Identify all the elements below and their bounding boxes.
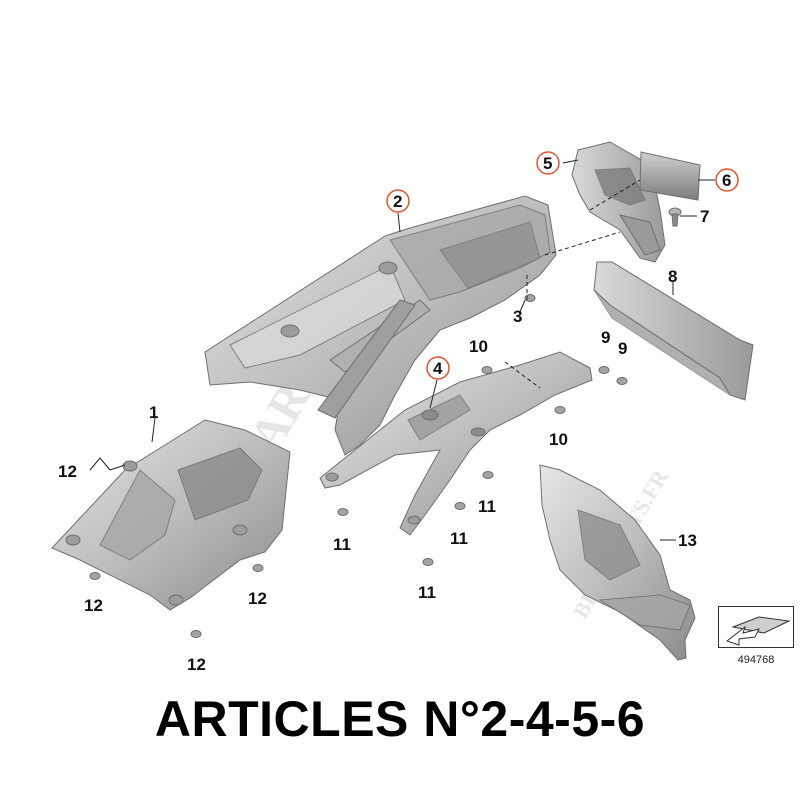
screw-9b: [616, 377, 628, 385]
screw-12c: [190, 630, 202, 638]
callout-13: 13: [678, 531, 697, 550]
part-4-holder: [319, 351, 593, 536]
part-1-lower-tray: [51, 419, 291, 611]
callout-1: 1: [149, 403, 158, 422]
part-13-side-piece: [539, 464, 696, 661]
callout-12c: 12: [248, 589, 267, 608]
orientation-icon-box: [718, 606, 794, 648]
screw-11b: [482, 471, 494, 479]
callout-4: 4: [433, 359, 443, 378]
callout-12d: 12: [187, 655, 206, 674]
callout-3: 3: [513, 307, 522, 326]
part-2-rear-frame: [204, 195, 557, 456]
callout-8: 8: [668, 267, 677, 286]
callout-2: 2: [393, 192, 402, 211]
part-8-bracket: [593, 261, 754, 401]
callout-7: 7: [700, 207, 709, 226]
screw-10b: [554, 406, 566, 414]
callout-11d: 11: [418, 583, 436, 602]
highlight-circles: [386, 151, 739, 380]
screw-11c: [454, 502, 466, 510]
callout-9a: 9: [601, 328, 610, 347]
callout-labels: 1 2 3 4 5 6 7 8 9 9 10 10 11 11 11 11 12…: [58, 154, 731, 674]
screw-11a: [337, 508, 349, 516]
callout-9b: 9: [618, 339, 627, 358]
callout-11a: 11: [333, 535, 351, 554]
leader-lines: [89, 159, 715, 541]
callout-10b: 10: [549, 430, 568, 449]
part-6-plate: [639, 151, 701, 201]
callout-11b: 11: [478, 497, 496, 516]
footer-title: ARTICLES N°2-4-5-6: [154, 691, 646, 747]
callout-12a: 12: [58, 462, 77, 481]
callout-11c: 11: [450, 529, 468, 548]
orientation-arrow-icon: [725, 616, 791, 646]
callout-6: 6: [722, 171, 731, 190]
screw-9a: [598, 366, 610, 374]
screw-12a: [89, 572, 101, 580]
part-7-screw: [668, 207, 682, 227]
reference-number: 494768: [737, 654, 775, 666]
callout-5: 5: [543, 154, 552, 173]
callout-10a: 10: [469, 337, 488, 356]
screw-11d: [422, 558, 434, 566]
screw-12b: [252, 564, 264, 572]
screws: [89, 294, 628, 638]
screw-10a: [481, 366, 493, 374]
callout-12b: 12: [84, 596, 103, 615]
